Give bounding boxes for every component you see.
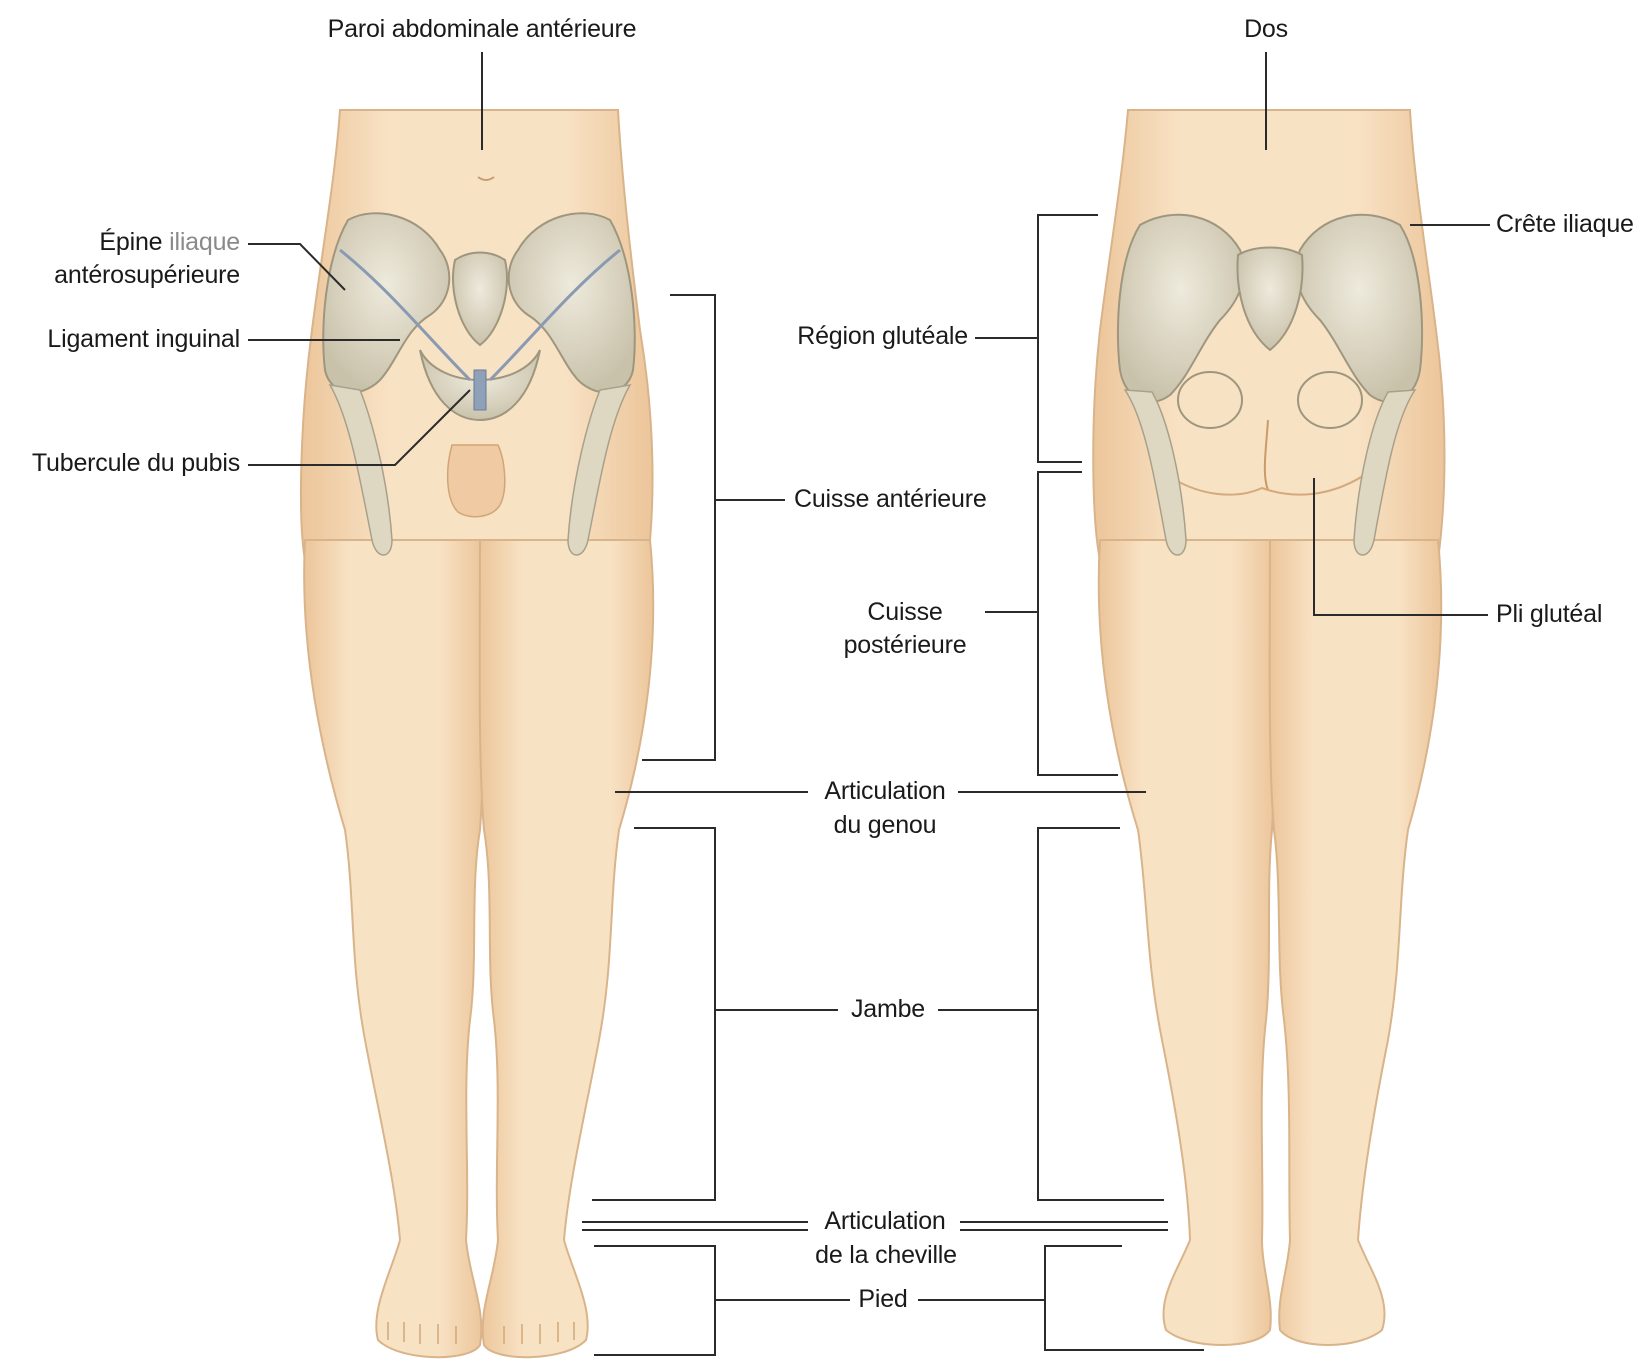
label-region-gluteale: Région glutéale bbox=[760, 319, 968, 353]
label-jambe: Jambe bbox=[840, 992, 936, 1026]
label-cuisse-posterieure-1: Cuisse bbox=[830, 595, 980, 629]
back-leg-right bbox=[1270, 540, 1442, 1345]
label-cheville-1: Articulation bbox=[800, 1204, 970, 1238]
label-tubercule-pubis: Tubercule du pubis bbox=[0, 446, 240, 480]
label-epine-word1: Épine bbox=[99, 228, 162, 256]
label-ligament-inguinal: Ligament inguinal bbox=[10, 322, 240, 356]
label-pli-gluteal: Pli glutéal bbox=[1496, 597, 1602, 631]
front-figure bbox=[301, 110, 653, 1357]
label-epine-iliaque: Épine iliaque bbox=[20, 225, 240, 259]
front-leg-left bbox=[304, 540, 484, 1357]
front-leg-right bbox=[480, 540, 654, 1357]
front-genitals bbox=[448, 445, 505, 517]
label-pied: Pied bbox=[850, 1282, 916, 1316]
label-crete-iliaque: Crête iliaque bbox=[1496, 207, 1634, 241]
label-epine-word2: iliaque bbox=[169, 228, 240, 256]
label-genou-1: Articulation bbox=[800, 774, 970, 808]
label-dos: Dos bbox=[1236, 12, 1296, 46]
label-cheville-2: de la cheville bbox=[796, 1238, 976, 1272]
back-figure bbox=[1093, 110, 1444, 1345]
label-epine-line2: antérosupérieure bbox=[20, 258, 240, 292]
back-leg-left bbox=[1099, 540, 1275, 1345]
label-paroi-abdominale: Paroi abdominale antérieure bbox=[312, 12, 652, 46]
label-genou-2: du genou bbox=[800, 808, 970, 842]
label-cuisse-posterieure-2: postérieure bbox=[830, 628, 980, 662]
label-cuisse-anterieure: Cuisse antérieure bbox=[794, 482, 987, 516]
